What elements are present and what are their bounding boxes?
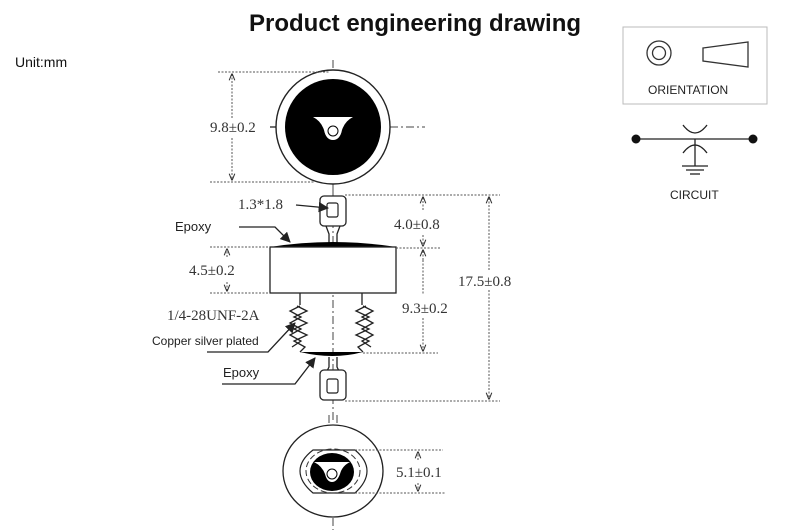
orientation-box [622,26,768,105]
orientation-legend: ORIENTATION [622,26,768,105]
capacitor-body [269,246,397,294]
dim-terminal-length: 4.0±0.8 [394,217,440,233]
dim-stud-length: 9.3±0.2 [402,301,448,317]
label-epoxy-bottom: Epoxy [223,365,260,380]
unit-label: Unit:mm [15,54,68,70]
dim-diameter: 9.8±0.2 [210,120,256,136]
dim-overall-length: 17.5±0.8 [458,274,511,290]
orientation-label: ORIENTATION [648,83,728,97]
top-view-terminal-hole [327,125,339,137]
circuit-terminal-right [748,134,758,144]
bottom-view: 5.1±0.1 [282,415,445,530]
circuit-terminal-left [631,134,641,144]
label-thread-spec: 1/4-28UNF-2A [167,308,260,324]
page-title: Product engineering drawing [248,10,582,37]
label-material: Copper silver plated [152,334,259,348]
thread-right [354,305,371,353]
dim-terminal-hole: 1.3*1.8 [238,197,283,213]
top-view: 9.8±0.2 [210,60,425,192]
dim-body-height: 4.5±0.2 [189,263,235,279]
side-view: 1.3*1.8 Epoxy 4.5±0.2 1/4-28UNF-2A Coppe… [152,188,511,420]
circuit-label: CIRCUIT [670,188,719,202]
orientation-concentric-circles-icon [646,40,672,66]
top-terminal-hole [326,202,339,218]
epoxy-top-layer [270,242,396,247]
bottom-terminal-hole [326,378,339,394]
epoxy-bottom-layer [300,352,363,356]
dim-inner-flat: 5.1±0.1 [396,465,442,481]
orientation-tapered-body-icon [702,41,749,68]
circuit-varactor-symbol-icon: CIRCUIT [631,124,758,202]
label-epoxy-top: Epoxy [175,219,212,234]
